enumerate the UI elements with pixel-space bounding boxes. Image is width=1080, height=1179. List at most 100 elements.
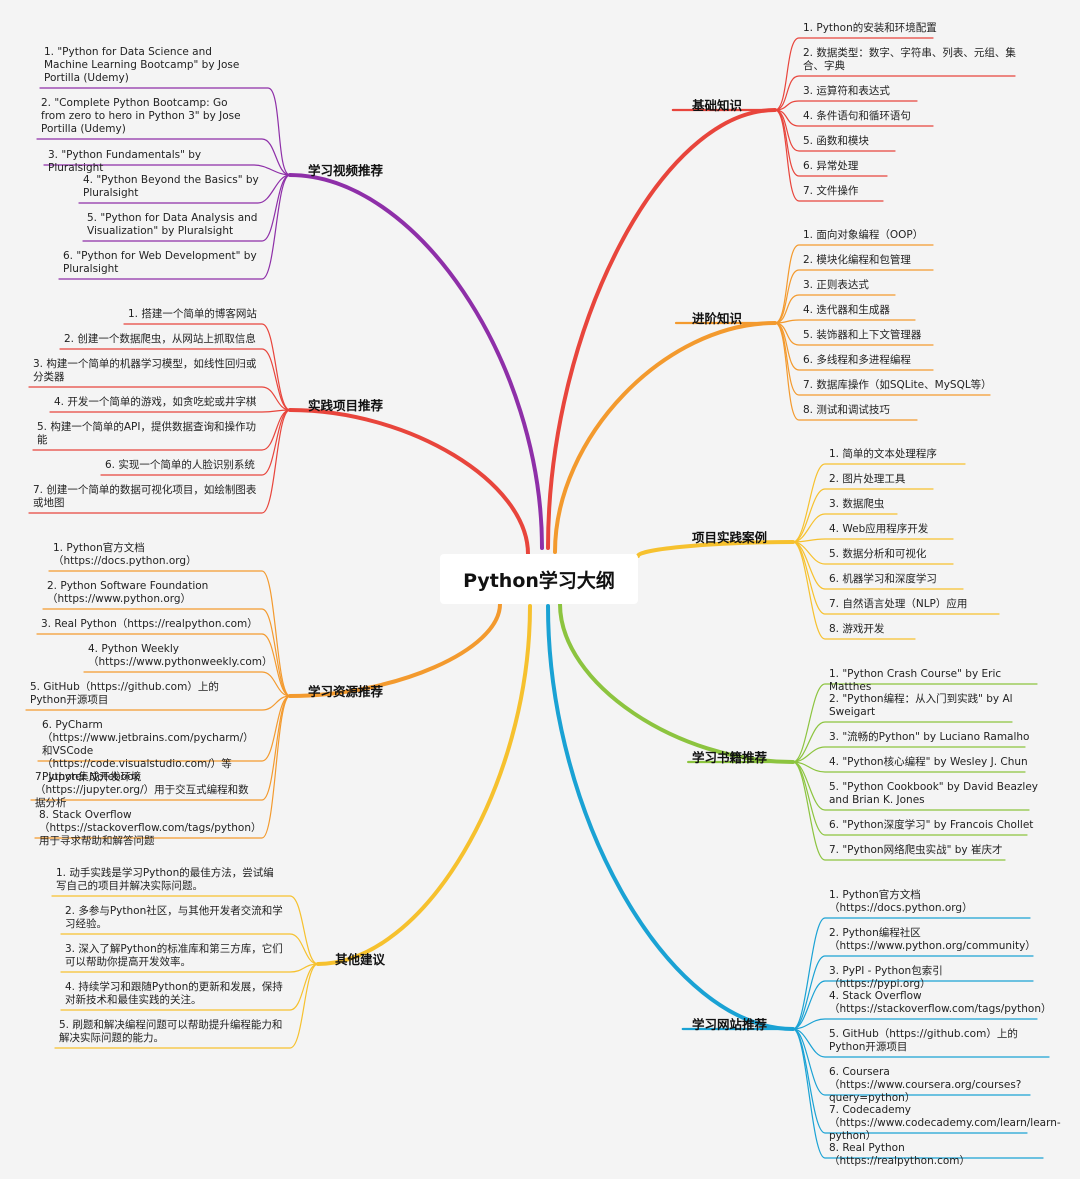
branch-connector-7 bbox=[288, 602, 502, 698]
leaf-connector bbox=[774, 100, 918, 111]
leaf-item[interactable]: 4. Web应用程序开发 bbox=[829, 523, 929, 535]
root-title: Python学习大纲 bbox=[463, 569, 615, 592]
leaf-item[interactable]: 1. 动手实践是学习Python的最佳方法，尝试编写自己的项目并解决实际问题。 bbox=[56, 867, 274, 892]
leaf-connector bbox=[25, 695, 291, 711]
leaf-connector bbox=[774, 294, 896, 324]
leaf-connector bbox=[123, 323, 291, 411]
leaf-item[interactable]: 3. Real Python（https://realpython.com） bbox=[41, 618, 258, 630]
leaf-item[interactable]: 8. 游戏开发 bbox=[829, 623, 885, 635]
leaf-item[interactable]: 6. "Python深度学习" by Francois Chollet bbox=[829, 819, 1034, 831]
leaf-connector bbox=[28, 409, 291, 514]
leaf-connector bbox=[792, 955, 1034, 1030]
leaf-item[interactable]: 4. 持续学习和跟随Python的更新和发展，保持对新技术和最佳实践的关注。 bbox=[65, 981, 283, 1006]
leaf-item[interactable]: 3. "Python Fundamentals" by Pluralsight bbox=[48, 149, 202, 174]
leaf-item[interactable]: 1. Python官方文档（https://docs.python.org） bbox=[53, 542, 197, 567]
leaf-item[interactable]: 3. 数据爬虫 bbox=[829, 498, 885, 510]
leaf-item[interactable]: 3. PyPI - Python包索引（https://pypi.org） bbox=[829, 965, 943, 990]
leaf-item[interactable]: 3. 运算符和表达式 bbox=[803, 85, 890, 97]
leaf-item[interactable]: 1. Python官方文档（https://docs.python.org） bbox=[829, 889, 973, 914]
leaf-item[interactable]: 7. 文件操作 bbox=[803, 185, 859, 197]
leaf-item[interactable]: 2. 多参与Python社区，与其他开发者交流和学习经验。 bbox=[65, 905, 283, 930]
leaf-item[interactable]: 5. 构建一个简单的API，提供数据查询和操作功能 bbox=[37, 421, 256, 446]
leaf-item[interactable]: 4. 开发一个简单的游戏，如贪吃蛇或井字棋 bbox=[54, 396, 257, 408]
leaf-item[interactable]: 2. "Complete Python Bootcamp: Go from ze… bbox=[41, 97, 241, 135]
leaf-item[interactable]: 6. "Python for Web Development" by Plura… bbox=[63, 250, 257, 275]
leaf-item[interactable]: 6. 实现一个简单的人脸识别系统 bbox=[105, 459, 255, 471]
leaf-item[interactable]: 5. "Python for Data Analysis and Visuali… bbox=[87, 212, 258, 237]
leaf-item[interactable]: 5. 刷题和解决编程问题可以帮助提升编程能力和解决实际问题的能力。 bbox=[59, 1019, 283, 1044]
leaf-item[interactable]: 7. 数据库操作（如SQLite、MySQL等） bbox=[803, 379, 992, 391]
leaf-item[interactable]: 6. Coursera（https://www.coursera.org/cou… bbox=[829, 1066, 1022, 1104]
leaf-connector bbox=[39, 87, 291, 176]
leaf-item[interactable]: 4. 条件语句和循环语句 bbox=[803, 110, 911, 122]
leaf-item[interactable]: 1. "Python for Data Science and Machine … bbox=[44, 46, 240, 84]
leaf-item[interactable]: 1. 简单的文本处理程序 bbox=[829, 448, 937, 460]
branch-connector-5 bbox=[288, 173, 544, 550]
branch-label-7[interactable]: 学习资源推荐 bbox=[308, 684, 384, 699]
leaf-item[interactable]: 1. "Python Crash Course" by Eric Matthes bbox=[829, 668, 1002, 693]
leaf-item[interactable]: 7. 创建一个简单的数据可视化项目，如绘制图表或地图 bbox=[33, 484, 257, 509]
leaf-item[interactable]: 5. 函数和模块 bbox=[803, 135, 869, 147]
leaf-item[interactable]: 8. 测试和调试技巧 bbox=[803, 404, 890, 416]
leaf-item[interactable]: 4. Python Weekly（https://www.pythonweekl… bbox=[88, 643, 273, 668]
leaf-item[interactable]: 3. 正则表达式 bbox=[803, 279, 869, 291]
leaf-connector bbox=[774, 244, 934, 324]
leaf-connector bbox=[792, 761, 1006, 861]
leaf-connector bbox=[792, 541, 964, 590]
leaf-connector bbox=[54, 963, 319, 1049]
leaf-connector bbox=[792, 541, 916, 640]
leaf-connector bbox=[792, 1028, 1044, 1159]
leaf-item[interactable]: 3. "流畅的Python" by Luciano Ramalho bbox=[829, 731, 1030, 743]
leaf-item[interactable]: 1. 搭建一个简单的博客网站 bbox=[128, 308, 257, 320]
leaf-item[interactable]: 8. Stack Overflow（https://stackoverflow.… bbox=[39, 809, 257, 847]
branch-label-4[interactable]: 学习网站推荐 bbox=[692, 1017, 768, 1032]
leaf-item[interactable]: 4. "Python Beyond the Basics" by Plurals… bbox=[83, 174, 259, 199]
leaf-item[interactable]: 5. 数据分析和可视化 bbox=[829, 548, 927, 560]
leaf-item[interactable]: 5. GitHub（https://github.com）上的Python开源项… bbox=[829, 1028, 1018, 1053]
leaf-item[interactable]: 6. 多线程和多进程编程 bbox=[803, 354, 911, 366]
leaf-item[interactable]: 2. Python Software Foundation（https://ww… bbox=[47, 580, 209, 605]
leaf-connector bbox=[83, 671, 291, 697]
leaf-item[interactable]: 1. 面向对象编程（OOP） bbox=[803, 229, 924, 241]
leaf-item[interactable]: 2. Python编程社区（https://www.python.org/com… bbox=[829, 927, 1036, 952]
leaf-item[interactable]: 7. "Python网络爬虫实战" by 崔庆才 bbox=[829, 844, 1003, 856]
leaf-item[interactable]: 6. PyCharm（https://www.jetbrains.com/pyc… bbox=[42, 719, 254, 783]
branch-label-1[interactable]: 进阶知识 bbox=[692, 311, 743, 326]
leaf-item[interactable]: 2. 模块化编程和包管理 bbox=[803, 254, 911, 266]
leaf-connector bbox=[49, 409, 291, 413]
branch-label-3[interactable]: 学习书籍推荐 bbox=[692, 750, 768, 765]
leaf-item[interactable]: 2. 创建一个数据爬虫，从网站上抓取信息 bbox=[64, 333, 256, 345]
leaf-item[interactable]: 1. Python的安装和环境配置 bbox=[803, 22, 937, 34]
leaf-item[interactable]: 4. 迭代器和生成器 bbox=[803, 304, 890, 316]
leaf-item[interactable]: 4. "Python核心编程" by Wesley J. Chun bbox=[829, 756, 1028, 768]
branch-connector-8 bbox=[316, 604, 532, 966]
leaf-item[interactable]: 2. 数据类型：数字、字符串、列表、元组、集合、字典 bbox=[803, 47, 1016, 72]
leaf-item[interactable]: 5. "Python Cookbook" by David Beazley an… bbox=[829, 781, 1039, 806]
leaf-item[interactable]: 3. 构建一个简单的机器学习模型，如线性回归或分类器 bbox=[33, 358, 257, 383]
leaf-item[interactable]: 3. 深入了解Python的标准库和第三方库，它们可以帮助你提高开发效率。 bbox=[65, 943, 283, 968]
leaf-item[interactable]: 5. 装饰器和上下文管理器 bbox=[803, 329, 922, 341]
leaf-connector bbox=[32, 409, 291, 451]
branch-connector-4 bbox=[546, 604, 795, 1031]
leaf-item[interactable]: 5. GitHub（https://github.com）上的Python开源项… bbox=[30, 681, 219, 706]
leaf-item[interactable]: 7. Codecademy（https://www.codecademy.com… bbox=[829, 1104, 1061, 1142]
leaf-item[interactable]: 6. 异常处理 bbox=[803, 160, 859, 172]
branch-label-8[interactable]: 其他建议 bbox=[335, 952, 386, 967]
branch-label-6[interactable]: 实践项目推荐 bbox=[308, 398, 384, 413]
leaf-item[interactable]: 4. Stack Overflow（https://stackoverflow.… bbox=[829, 990, 1052, 1015]
leaf-item[interactable]: 8. Real Python（https://realpython.com） bbox=[829, 1142, 971, 1167]
leaf-item[interactable]: 6. 机器学习和深度学习 bbox=[829, 573, 937, 585]
leaf-item[interactable]: 7. 自然语言处理（NLP）应用 bbox=[829, 598, 968, 610]
branch-label-5[interactable]: 学习视频推荐 bbox=[308, 163, 384, 178]
leaf-connector bbox=[792, 761, 1030, 811]
branch-connector-1 bbox=[553, 321, 777, 554]
leaf-connector bbox=[43, 164, 291, 176]
leaf-item[interactable]: 7. Jupyter Notebook（https://jupyter.org/… bbox=[35, 771, 249, 809]
leaf-item[interactable]: 2. 图片处理工具 bbox=[829, 473, 906, 485]
branch-label-0[interactable]: 基础知识 bbox=[692, 98, 743, 113]
branch-label-2[interactable]: 项目实践案例 bbox=[692, 530, 768, 545]
leaf-connector bbox=[37, 695, 291, 762]
leaf-connector bbox=[78, 174, 291, 204]
root-node[interactable]: Python学习大纲 bbox=[440, 554, 638, 604]
leaf-item[interactable]: 2. "Python编程：从入门到实践" by Al Sweigart bbox=[829, 693, 1013, 718]
